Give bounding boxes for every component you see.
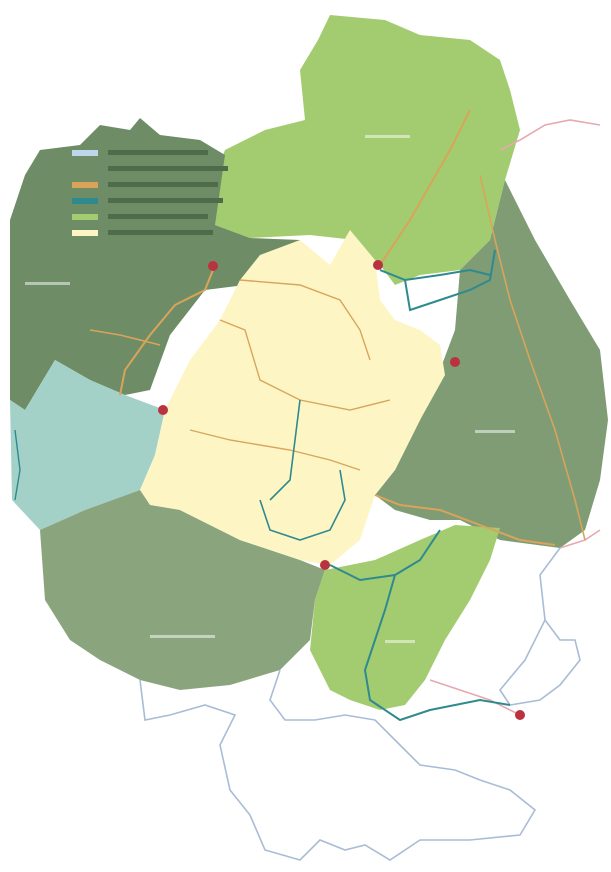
marker-north-center[interactable] xyxy=(373,260,383,270)
legend-swatch-orange xyxy=(72,182,98,188)
road-central-grid-3 xyxy=(189,429,361,471)
road-network xyxy=(89,109,586,546)
region-label-marks xyxy=(25,135,515,643)
central-cream-region[interactable] xyxy=(140,230,445,565)
road-east-vertical xyxy=(479,174,586,541)
east-green-region[interactable] xyxy=(375,180,608,548)
legend-entry-5 xyxy=(108,214,208,219)
road-nw-diagonal xyxy=(119,264,216,396)
region-label-mark-se xyxy=(385,640,415,643)
route-southeast xyxy=(329,529,511,722)
markers xyxy=(158,260,525,720)
road-south-link xyxy=(374,494,556,546)
route-northeast-loop xyxy=(379,249,496,312)
north-light-green-region[interactable] xyxy=(210,15,520,285)
marker-northwest[interactable] xyxy=(208,261,218,271)
route-west xyxy=(14,429,21,501)
west-aqua-region[interactable] xyxy=(10,360,165,530)
boundary-pink-east xyxy=(499,119,601,151)
legend-entry-4 xyxy=(108,198,223,203)
road-central-grid-2 xyxy=(239,279,371,361)
legend-entry-1 xyxy=(108,150,208,155)
legend-entry-3 xyxy=(108,182,218,187)
legend-swatch-green xyxy=(72,214,98,220)
marker-east[interactable] xyxy=(450,357,460,367)
legend-swatch-blue xyxy=(72,150,98,156)
region-label-mark-east xyxy=(475,430,515,433)
legend xyxy=(72,150,228,236)
marker-southeast[interactable] xyxy=(515,710,525,720)
southeast-light-green-strip[interactable] xyxy=(310,525,500,710)
boundary-blue-east xyxy=(499,547,581,706)
road-west-link xyxy=(89,329,161,346)
road-north-diagonal xyxy=(379,109,471,266)
route-network xyxy=(14,249,511,722)
route-central xyxy=(259,399,346,541)
region-label-mark-nw xyxy=(25,282,70,285)
legend-swatch-teal xyxy=(72,198,98,204)
region-label-mark-north xyxy=(365,135,410,138)
legend-entry-2 xyxy=(108,166,228,171)
boundary-blue-mid xyxy=(269,669,376,721)
northwest-dark-green-region[interactable] xyxy=(10,118,300,410)
marker-south-center[interactable] xyxy=(320,560,330,570)
road-central-grid-1 xyxy=(219,319,391,411)
legend-swatch-cream xyxy=(72,230,98,236)
marker-west[interactable] xyxy=(158,405,168,415)
south-green-region[interactable] xyxy=(40,490,325,690)
boundary-blue-south xyxy=(139,679,537,861)
region-label-mark-south xyxy=(150,635,215,638)
boundary-lines xyxy=(139,119,601,861)
legend-entry-6 xyxy=(108,230,213,235)
boundary-pink-south xyxy=(429,679,521,716)
